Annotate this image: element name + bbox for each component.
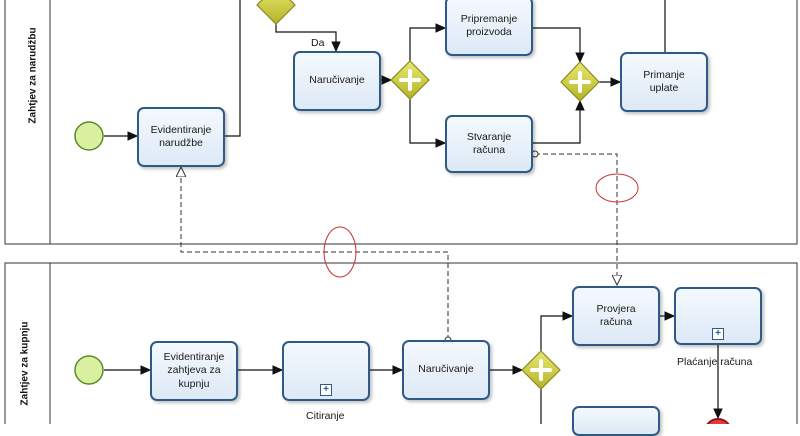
task-stvaranje-racuna[interactable]: Stvaranje računa xyxy=(445,115,533,173)
task-evidentiranje-zahtjeva[interactable]: Evidentiranje zahtjeva za kupnju xyxy=(150,341,238,401)
flow-gateway-to-pripremanje xyxy=(409,23,447,61)
lane-label-top: Zahtjev za narudžbu xyxy=(27,27,39,124)
start-event-top xyxy=(74,121,104,151)
task-provjera-racuna[interactable]: Provjera računa xyxy=(572,286,660,346)
message-flow-narucivanje-to-evidentiranje xyxy=(181,167,448,340)
flow-evidentiranje-top-up xyxy=(225,0,241,137)
annotation-ellipse-left xyxy=(323,226,357,278)
flow-pripremanje-to-join xyxy=(533,27,585,64)
subprocess-citiranje[interactable]: + xyxy=(282,341,370,401)
subprocess-plus-icon: + xyxy=(712,328,724,340)
task-evidentiranje-narudzbe[interactable]: Evidentiranje narudžbe xyxy=(137,107,225,167)
annotation-ellipse-right xyxy=(595,173,639,203)
label-placanje-racuna: Plaćanje računa xyxy=(677,356,753,368)
message-flow-stvaranje-to-provjera xyxy=(535,154,617,285)
task-narucivanje-bottom[interactable]: Naručivanje xyxy=(402,340,490,400)
flow-gateway-to-stvaranje xyxy=(409,99,447,148)
subprocess-plus-icon: + xyxy=(320,384,332,396)
task-primanje-uplate[interactable]: Primanje uplate xyxy=(620,52,708,112)
lane-label-bottom: Zahtjev za kupnju xyxy=(19,321,31,406)
task-partial-bottom[interactable] xyxy=(572,406,660,436)
flow-stvaranje-to-join xyxy=(533,99,585,144)
pool-top xyxy=(4,0,798,245)
parallel-gateway-join xyxy=(560,61,600,102)
start-event-bottom xyxy=(74,355,104,385)
flow-label-da: Da xyxy=(311,37,325,49)
bpmn-diagram xyxy=(4,0,798,424)
gateway-top-partial xyxy=(256,0,296,25)
parallel-gateway-split xyxy=(390,60,430,100)
parallel-gateway-bottom xyxy=(521,350,561,390)
task-narucivanje-top[interactable]: Naručivanje xyxy=(293,51,381,111)
label-citiranje: Citiranje xyxy=(306,410,345,422)
flow-gateway-bottom-to-provjera xyxy=(540,311,574,351)
task-pripremanje-proizvoda[interactable]: Pripremanje proizvoda xyxy=(445,0,533,56)
subprocess-placanje-racuna[interactable]: + xyxy=(674,287,762,345)
end-event xyxy=(706,418,730,424)
